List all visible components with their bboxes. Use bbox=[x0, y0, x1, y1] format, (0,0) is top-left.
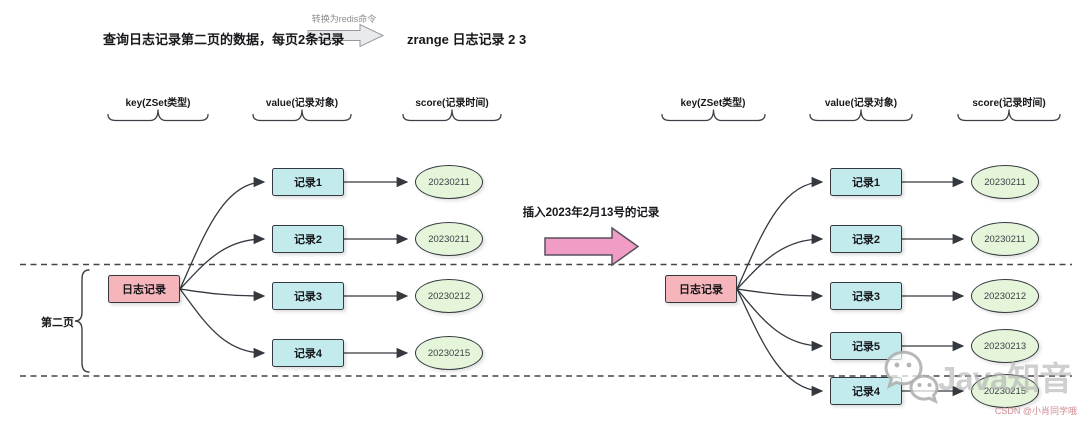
score-ellipse: 20230213 bbox=[971, 329, 1039, 363]
convert-arrow-label: 转换为redis命令 bbox=[311, 14, 377, 24]
credit-text: CSDN @小肖同学哦 bbox=[994, 406, 1077, 416]
fan-curve bbox=[179, 176, 266, 290]
fan-curve bbox=[179, 288, 266, 359]
fan-curve bbox=[736, 176, 824, 290]
column-brace bbox=[402, 109, 502, 122]
insert-arrow bbox=[544, 226, 640, 267]
record-box: 记录3 bbox=[830, 282, 902, 310]
redis-command-text: zrange 日志记录 2 3 bbox=[407, 32, 527, 47]
record-box: 记录1 bbox=[830, 168, 902, 196]
watermark-text: Java知音 bbox=[938, 360, 1072, 397]
convert-arrow bbox=[307, 23, 385, 48]
column-brace bbox=[107, 109, 209, 122]
right-key-box: 日志记录 bbox=[665, 275, 737, 303]
left-key-box: 日志记录 bbox=[108, 275, 180, 303]
insert-arrow-label: 插入2023年2月13号的记录 bbox=[522, 207, 660, 219]
column-header: value(记录对象) bbox=[824, 98, 898, 109]
record-box: 记录1 bbox=[272, 168, 344, 196]
score-ellipse: 20230215 bbox=[415, 336, 483, 370]
score-ellipse: 20230215 bbox=[971, 374, 1039, 408]
column-brace bbox=[809, 109, 913, 122]
fan-curve bbox=[179, 233, 266, 290]
column-header: value(记录对象) bbox=[265, 98, 339, 109]
record-box: 记录2 bbox=[830, 225, 902, 253]
query-text: 查询日志记录第二页的数据，每页2条记录 bbox=[103, 32, 345, 47]
score-ellipse: 20230211 bbox=[415, 222, 483, 256]
column-brace bbox=[661, 109, 766, 122]
score-ellipse: 20230212 bbox=[971, 279, 1039, 313]
page-label: 第二页 bbox=[41, 317, 74, 329]
column-header: key(ZSet类型) bbox=[680, 98, 746, 109]
column-brace bbox=[252, 109, 352, 122]
score-ellipse: 20230212 bbox=[415, 279, 483, 313]
record-box: 记录3 bbox=[272, 282, 344, 310]
record-box: 记录5 bbox=[830, 332, 902, 360]
fan-curve bbox=[179, 288, 266, 302]
fan-curve bbox=[736, 233, 824, 290]
column-header: key(ZSet类型) bbox=[125, 98, 191, 109]
column-header: score(记录时间) bbox=[972, 98, 1046, 109]
record-box: 记录2 bbox=[272, 225, 344, 253]
wechat-icon bbox=[884, 350, 939, 404]
page-brace bbox=[74, 269, 90, 373]
column-header: score(记录时间) bbox=[415, 98, 489, 109]
record-box: 记录4 bbox=[272, 339, 344, 367]
fan-curve bbox=[736, 288, 824, 352]
column-brace bbox=[957, 109, 1061, 122]
score-ellipse: 20230211 bbox=[415, 165, 483, 199]
score-ellipse: 20230211 bbox=[971, 222, 1039, 256]
score-ellipse: 20230211 bbox=[971, 165, 1039, 199]
fan-curve bbox=[736, 288, 824, 397]
fan-curve bbox=[736, 288, 824, 302]
